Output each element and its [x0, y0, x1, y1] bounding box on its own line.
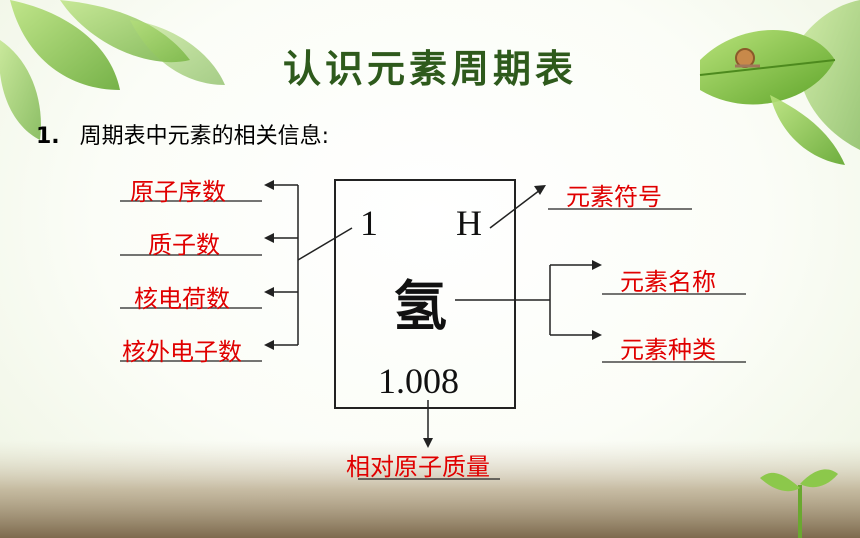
left-arrowheads	[264, 180, 274, 350]
label-proton-count: 质子数	[148, 231, 220, 259]
element-name: 氢	[393, 275, 447, 338]
atomic-mass: 1.008	[378, 361, 459, 401]
mass-connector	[423, 400, 433, 448]
soil-decoration	[0, 440, 860, 538]
element-symbol: H	[456, 203, 482, 243]
symbol-connector	[489, 185, 546, 229]
section-number: 1.	[36, 124, 60, 149]
atomic-number: 1	[360, 203, 378, 243]
label-atomic-number: 原子序数	[130, 178, 226, 206]
label-electron-count: 核外电子数	[122, 338, 242, 366]
right-arrowheads	[592, 260, 602, 340]
left-connector-lines	[268, 184, 353, 346]
answer-underlines	[120, 200, 746, 480]
slide-title: 认识元素周期表	[282, 47, 577, 91]
sprout-icon	[760, 469, 838, 538]
label-relative-atomic-mass: 相对原子质量	[346, 453, 490, 481]
label-element-symbol: 元素符号	[566, 183, 662, 211]
label-element-category: 元素种类	[620, 336, 716, 364]
leaf-decoration-top-left	[0, 0, 225, 140]
label-element-name: 元素名称	[620, 268, 716, 296]
right-connector-lines	[455, 264, 596, 336]
label-nuclear-charge: 核电荷数	[134, 285, 230, 313]
element-card-box	[334, 179, 516, 409]
section-heading: 1. 周期表中元素的相关信息:	[36, 118, 329, 150]
section-text: 周期表中元素的相关信息:	[79, 124, 330, 149]
leaf-decoration-top-right	[699, 0, 860, 165]
